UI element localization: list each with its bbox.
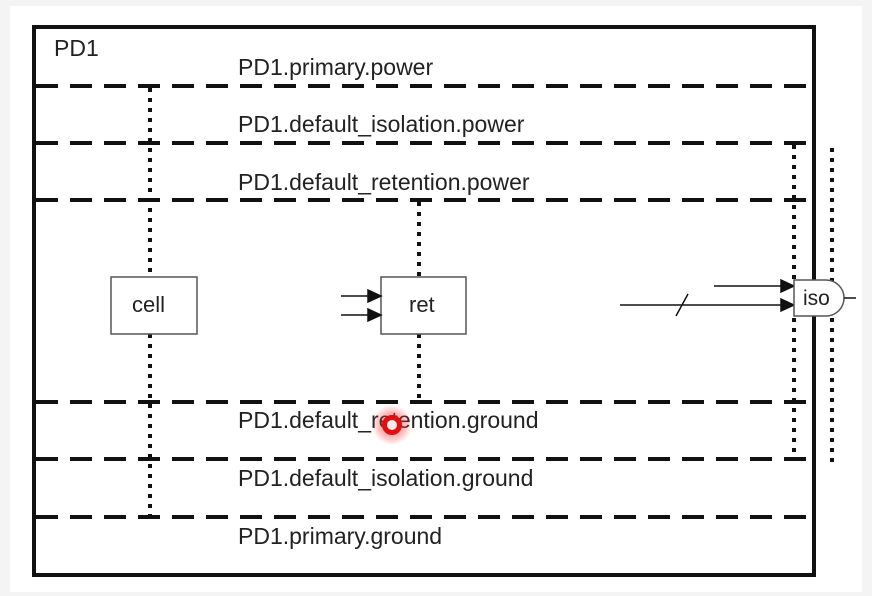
iso-input-arrowhead-1 xyxy=(780,278,796,294)
cell-label: cell xyxy=(132,292,166,317)
primary-ground-label: PD1.primary.ground xyxy=(238,523,443,549)
iso-input-arrowhead-2 xyxy=(780,297,796,313)
ret-input-arrowhead-2 xyxy=(367,307,383,323)
ret-box xyxy=(380,276,467,335)
default-isolation-ground-label: PD1.default_isolation.ground xyxy=(238,465,534,491)
bus-slash xyxy=(675,293,689,317)
default-isolation-power-label: PD1.default_isolation.power xyxy=(238,111,525,137)
ret-label: ret xyxy=(409,292,435,317)
iso-gate xyxy=(793,279,845,317)
default-retention-power-label: PD1.default_retention.power xyxy=(238,169,530,195)
cursor-ring-icon xyxy=(382,415,402,435)
domain-label: PD1 xyxy=(54,35,99,61)
iso-label: iso xyxy=(803,287,830,310)
primary-power-label: PD1.primary.power xyxy=(238,54,434,80)
ret-input-arrowhead-1 xyxy=(367,288,383,304)
cell-box xyxy=(110,276,198,335)
